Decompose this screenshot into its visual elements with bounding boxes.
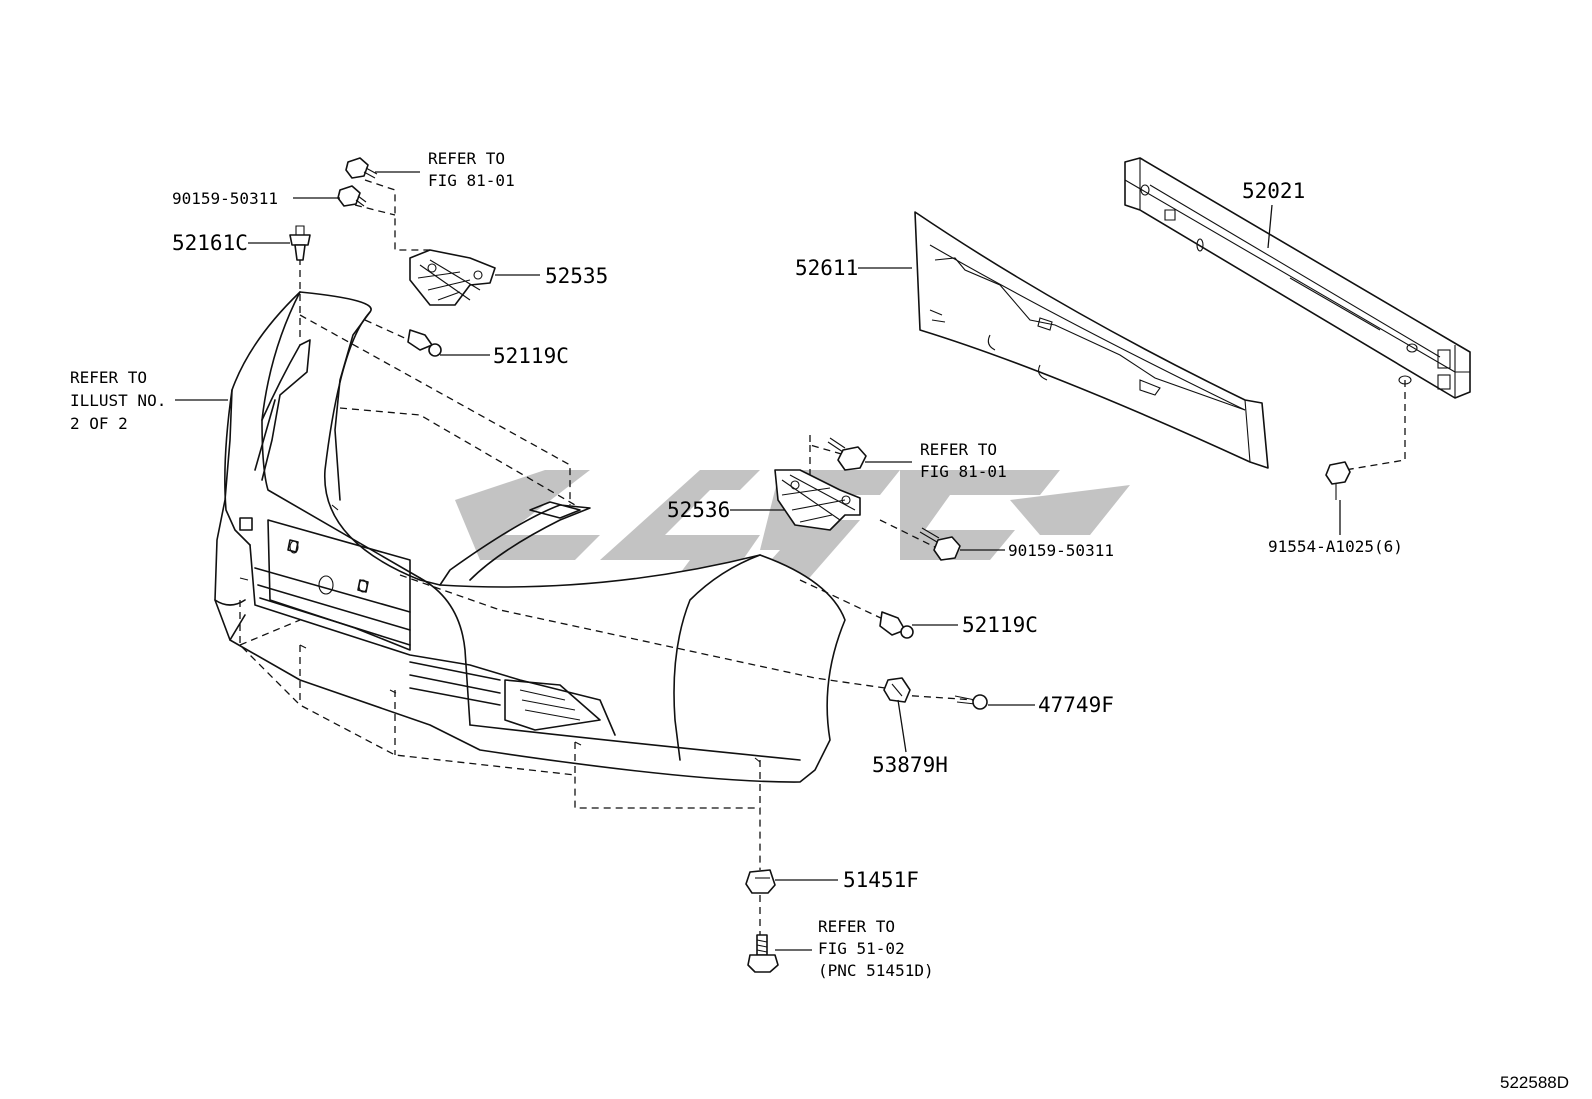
label-52119c-bot[interactable]: 52119C (962, 613, 1038, 637)
label-52119c-top[interactable]: 52119C (493, 344, 569, 368)
refer-fig8101-mid-line2[interactable]: FIG 81-01 (920, 462, 1007, 481)
refer-fig8101-top-line2[interactable]: FIG 81-01 (428, 171, 515, 190)
clip-52119c-top-icon[interactable] (407, 329, 442, 357)
bolt-91554-icon[interactable] (1325, 461, 1351, 500)
label-52021[interactable]: 52021 (1242, 179, 1305, 203)
nut-53879h-icon[interactable] (883, 677, 911, 703)
label-52161c[interactable]: 52161C (172, 231, 248, 255)
refer-fig8101-top-line1[interactable]: REFER TO (428, 149, 505, 168)
refer-illust-line3[interactable]: 2 OF 2 (70, 414, 128, 433)
bolt-90159-lower-icon[interactable] (919, 527, 961, 561)
illustration-code: 522588D (1500, 1073, 1569, 1092)
front-bumper-cover[interactable] (214, 291, 846, 783)
refer-fig5102-line2[interactable]: FIG 51-02 (818, 939, 905, 958)
reference-notes: REFER TO FIG 81-01 REFER TO FIG 81-01 RE… (70, 149, 1007, 980)
clip-51451f-icon[interactable] (745, 869, 776, 894)
energy-absorber-52611[interactable] (914, 211, 1269, 469)
part-labels: 52021 52611 52535 52536 52119C 52119C 52… (172, 179, 1403, 892)
label-90159-top[interactable]: 90159-50311 (172, 189, 278, 208)
assembly-lines (239, 179, 1406, 935)
retainer-52536[interactable] (774, 469, 861, 531)
label-53879h[interactable]: 53879H (872, 753, 948, 777)
refer-fig5102-line3[interactable]: (PNC 51451D) (818, 961, 934, 980)
label-51451f[interactable]: 51451F (843, 868, 919, 892)
refer-illust-line1[interactable]: REFER TO (70, 368, 147, 387)
refer-fig8101-mid-line1[interactable]: REFER TO (920, 440, 997, 459)
bolt-90159-top-icon[interactable] (345, 157, 378, 179)
bolt-fig8101-mid-icon[interactable] (827, 437, 867, 471)
bolt-fig5102-icon[interactable] (747, 934, 779, 973)
refer-illust-line2[interactable]: ILLUST NO. (70, 391, 166, 410)
leader-lines (175, 171, 1341, 951)
bolt-90159-mid-icon[interactable] (337, 185, 367, 207)
label-47749f[interactable]: 47749F (1038, 693, 1114, 717)
clip-52119c-bot-icon[interactable] (879, 611, 914, 639)
screw-47749f-icon[interactable] (954, 694, 988, 710)
label-91554[interactable]: 91554-A1025(6) (1268, 537, 1403, 556)
refer-fig5102-line1[interactable]: REFER TO (818, 917, 895, 936)
label-52535[interactable]: 52535 (545, 264, 608, 288)
label-90159-mid[interactable]: 90159-50311 (1008, 541, 1114, 560)
reinforcement-52021[interactable] (1124, 157, 1471, 399)
retainer-52535[interactable] (409, 249, 496, 306)
clip-52161c-icon[interactable] (289, 225, 311, 261)
label-52611[interactable]: 52611 (795, 256, 858, 280)
label-52536[interactable]: 52536 (667, 498, 730, 522)
